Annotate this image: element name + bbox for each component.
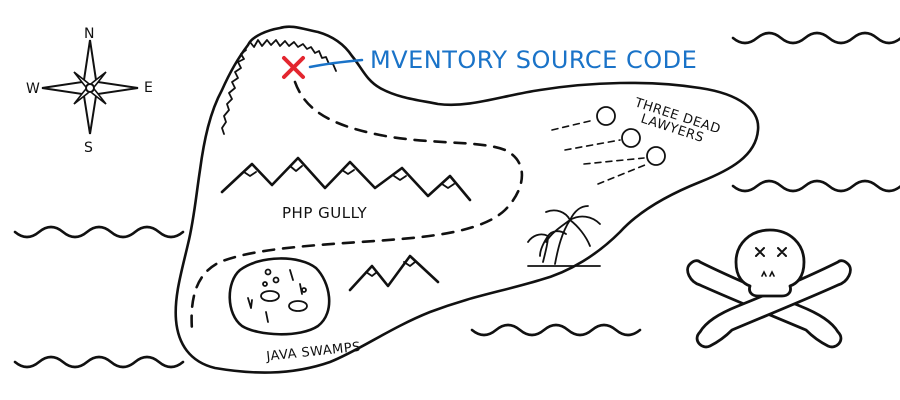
coastline-texture [245,39,337,72]
palm-tree-icon [527,205,601,267]
compass-e: E [144,80,153,96]
callout-label: MVENTORY SOURCE CODE [370,46,697,74]
sea-waves-icon [13,31,900,369]
region-php-gully: PHP GULLY [282,204,367,222]
mountains-icon-small [348,254,440,292]
region-java-swamps: JAVA SWAMPS [265,340,362,365]
mountains-icon [220,156,472,202]
treasure-trail [190,80,524,332]
coastline-texture-left [221,49,247,135]
compass-s: S [84,140,93,156]
compass-n: N [84,26,94,42]
skull-markers [551,106,666,185]
swamp-icon [228,257,331,336]
compass-rose-icon [41,39,139,135]
x-mark-icon [282,56,305,79]
callout-leader-line [308,58,364,69]
compass-w: W [26,81,40,97]
island-outline [174,25,760,374]
skull-and-crossbones-icon [686,228,852,349]
